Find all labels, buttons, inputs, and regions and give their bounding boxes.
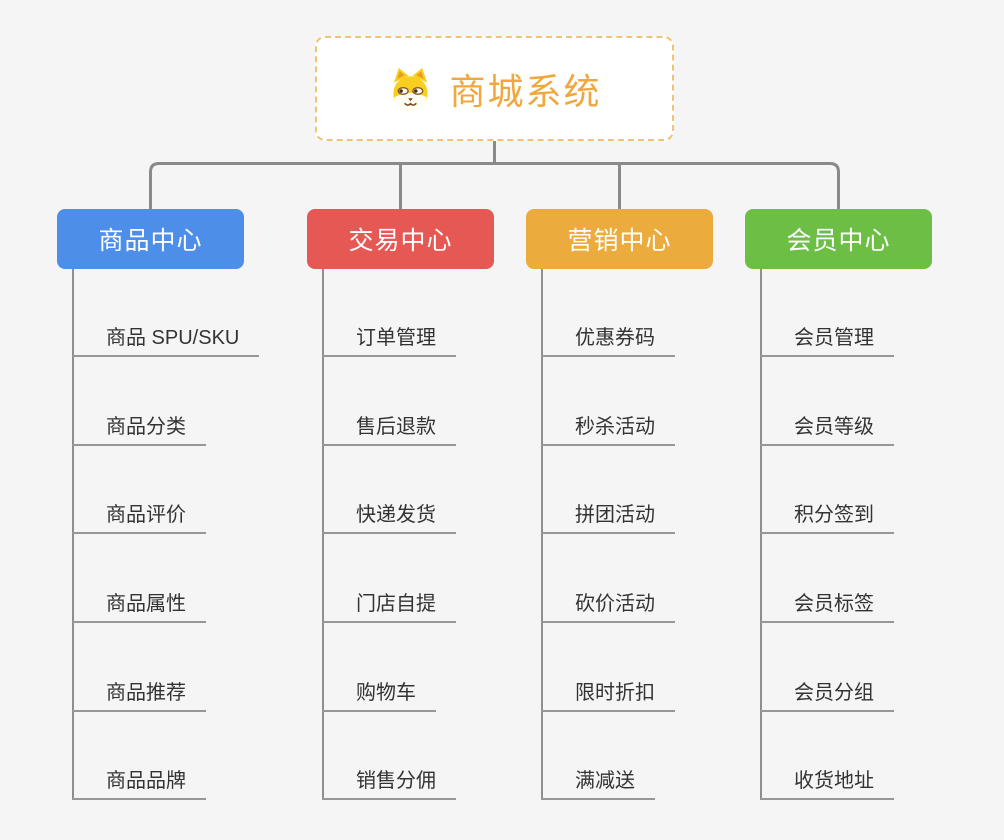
root-node[interactable]: 商城系统 — [315, 36, 674, 141]
branch-node[interactable]: 交易中心 — [307, 209, 494, 269]
leaf-item[interactable]: 商品品牌 — [72, 764, 206, 800]
leaf-item[interactable]: 快递发货 — [322, 498, 456, 534]
bus-line — [149, 162, 840, 209]
leaf-item[interactable]: 会员分组 — [760, 676, 894, 712]
leaf-item[interactable]: 订单管理 — [322, 321, 456, 357]
leaf-item[interactable]: 收货地址 — [760, 764, 894, 800]
leaf-item[interactable]: 会员管理 — [760, 321, 894, 357]
leaf-item[interactable]: 秒杀活动 — [541, 410, 675, 446]
branch-spine-line — [322, 269, 324, 800]
leaf-item[interactable]: 销售分佣 — [322, 764, 456, 800]
branch-node[interactable]: 商品中心 — [57, 209, 244, 269]
leaf-item[interactable]: 积分签到 — [760, 498, 894, 534]
leaf-item[interactable]: 售后退款 — [322, 410, 456, 446]
leaf-item[interactable]: 会员标签 — [760, 587, 894, 623]
branch-node[interactable]: 会员中心 — [745, 209, 932, 269]
leaf-item[interactable]: 商品推荐 — [72, 676, 206, 712]
dog-face-icon — [387, 67, 434, 111]
branch-spine-line — [72, 269, 74, 800]
leaf-item[interactable]: 会员等级 — [760, 410, 894, 446]
branch-spine-line — [760, 269, 762, 800]
leaf-item[interactable]: 满减送 — [541, 764, 655, 800]
leaf-item[interactable]: 优惠券码 — [541, 321, 675, 357]
leaf-item[interactable]: 商品 SPU/SKU — [72, 321, 260, 357]
leaf-item[interactable]: 商品分类 — [72, 410, 206, 446]
leaf-item[interactable]: 拼团活动 — [541, 498, 675, 534]
leaf-item[interactable]: 限时折扣 — [541, 676, 675, 712]
root-node-label: 商城系统 — [449, 70, 602, 112]
leaf-item[interactable]: 购物车 — [322, 676, 436, 712]
leaf-item[interactable]: 商品属性 — [72, 587, 206, 623]
branch-node[interactable]: 营销中心 — [526, 209, 713, 269]
leaf-item[interactable]: 商品评价 — [72, 498, 206, 534]
leaf-item[interactable]: 门店自提 — [322, 587, 456, 623]
branch-spine-line — [541, 269, 543, 800]
leaf-item[interactable]: 砍价活动 — [541, 587, 675, 623]
